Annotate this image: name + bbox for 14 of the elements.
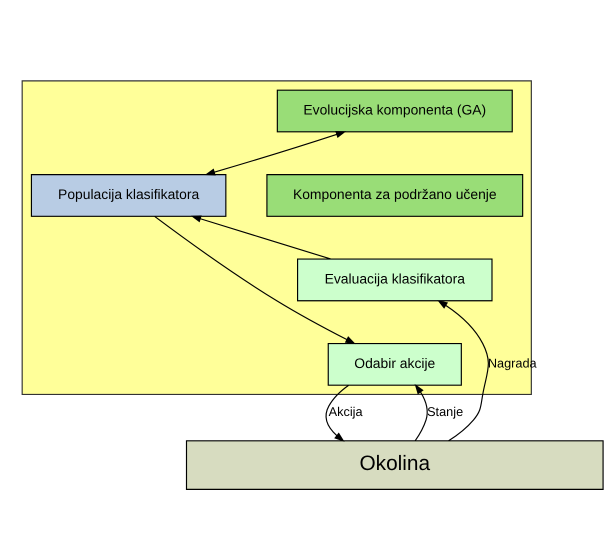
- arrow: [326, 384, 349, 442]
- arrow: [154, 215, 356, 344]
- node-box: Populacija klasifikatora: [30, 174, 226, 216]
- edge-label: Akcija: [328, 404, 363, 419]
- node-box: Komponenta za podržano učenje: [266, 174, 524, 216]
- arrow: [204, 130, 346, 176]
- node-box: Okolina: [186, 440, 604, 490]
- node-box: Evolucijska komponenta (GA): [276, 89, 513, 132]
- arrow: [190, 214, 331, 260]
- node-box: Odabir akcije: [328, 342, 462, 386]
- edge-label: Stanje: [427, 404, 464, 419]
- arrow: [437, 300, 489, 441]
- node-box: Evaluacija klasifikatora: [297, 258, 493, 301]
- arrow: [414, 383, 428, 441]
